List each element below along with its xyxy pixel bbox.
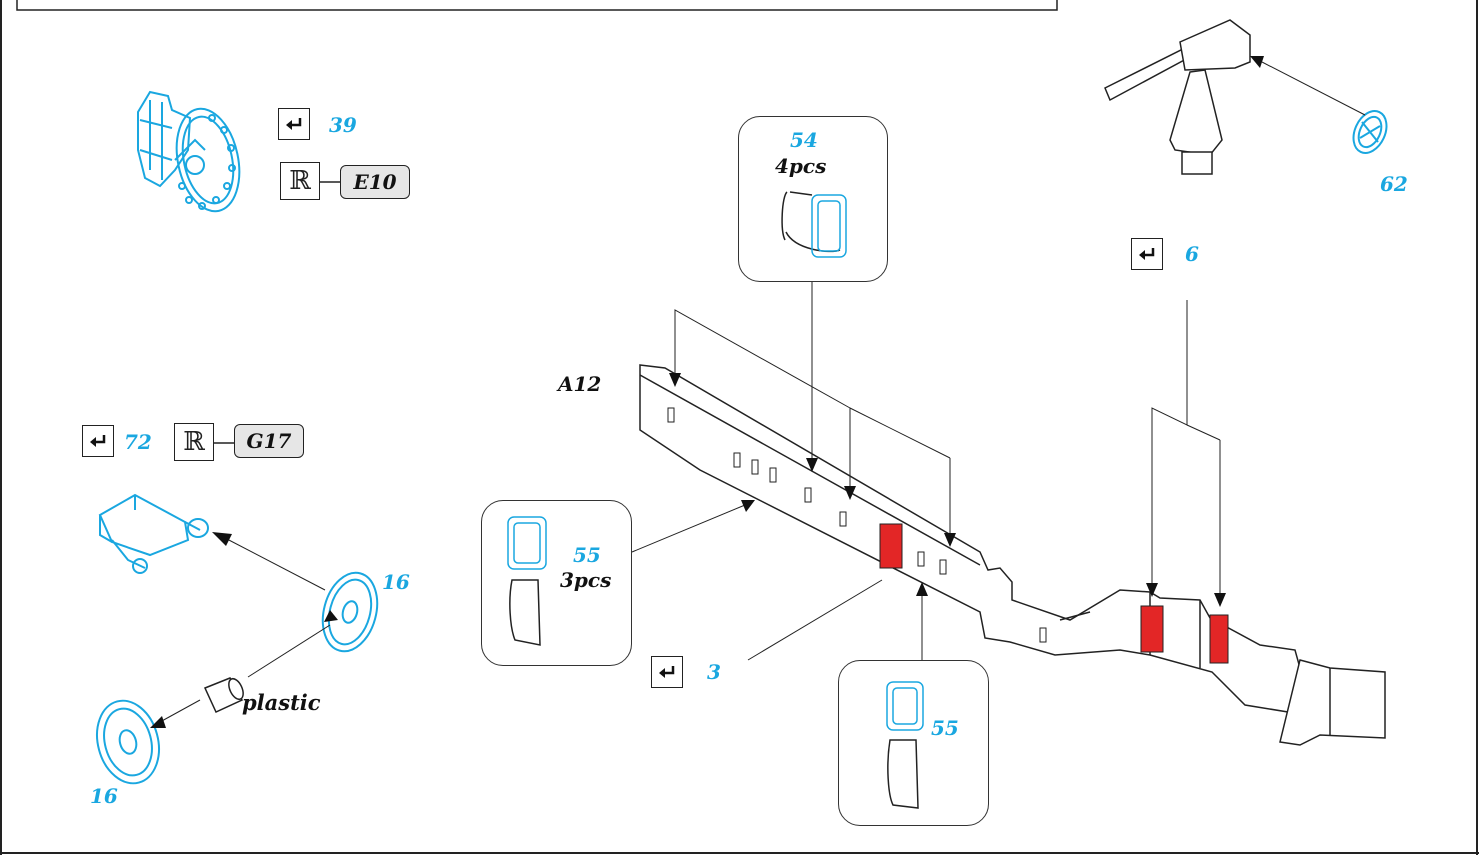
header-panel-edge — [16, 0, 1058, 11]
label-part-72: 72 — [124, 430, 152, 454]
arrowheads-main — [669, 56, 1264, 607]
red-highlight-pads — [879, 523, 1229, 664]
wheel-bracket-drawing — [137, 90, 241, 213]
bend-arrow-icon — [278, 108, 310, 140]
label-part-54: 54 — [790, 128, 818, 152]
part-ref-g17: G17 — [234, 424, 304, 458]
label-part-a12: A12 — [558, 372, 602, 396]
label-4pcs: 4pcs — [775, 154, 827, 178]
bend-arrow-icon — [1131, 238, 1163, 270]
label-part-62: 62 — [1380, 172, 1408, 196]
label-plastic: plastic — [242, 690, 321, 715]
cradle-bracket-drawing — [98, 493, 209, 574]
circled-r-icon: ℝ — [174, 423, 214, 461]
circled-r-icon: ℝ — [280, 162, 320, 200]
label-part-55: 55 — [931, 716, 959, 740]
rail-slots — [667, 407, 1047, 643]
handle-drawing — [1104, 19, 1251, 175]
connector-e10 — [320, 181, 342, 183]
plastic-tube — [203, 677, 244, 713]
label-part-6: 6 — [1185, 242, 1199, 266]
rail-end-bracket — [1279, 659, 1386, 746]
leader-lines-main — [631, 61, 1366, 662]
disc-16-upper — [321, 571, 379, 653]
label-part-55-3pcs: 55 — [573, 543, 601, 567]
bend-arrow-icon — [651, 656, 683, 688]
label-3pcs: 3pcs — [560, 568, 612, 592]
part-ref-e10: E10 — [340, 165, 410, 199]
arrowheads-left — [150, 532, 338, 728]
label-part-16-upper: 16 — [382, 570, 410, 594]
bend-arrow-icon — [82, 425, 114, 457]
leader-lines-left — [159, 537, 331, 723]
main-rail-drawing — [639, 364, 1301, 713]
label-part-16-lower: 16 — [90, 784, 118, 808]
disc-16-lower — [96, 699, 160, 785]
callout-box-55-3pcs — [481, 500, 632, 666]
disc-62 — [1352, 110, 1388, 154]
label-part-39: 39 — [329, 113, 357, 137]
label-part-3: 3 — [707, 660, 721, 684]
connector-g17 — [214, 442, 236, 444]
